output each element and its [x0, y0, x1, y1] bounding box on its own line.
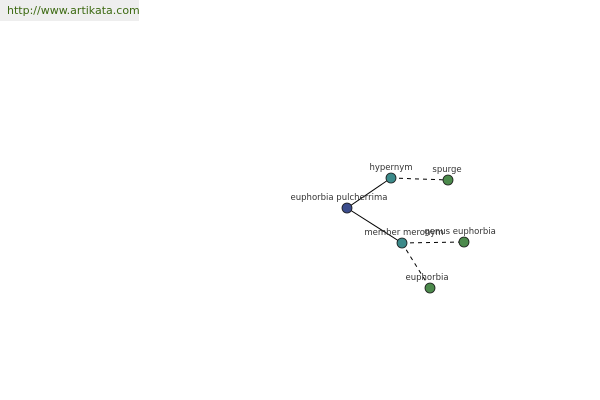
node-label-euphorbia[interactable]: euphorbia: [405, 273, 448, 283]
edge-member-meronym-to-genus-euphorbia: [401, 241, 465, 244]
node-genus-euphorbia[interactable]: [458, 236, 470, 248]
node-label-hypernym[interactable]: hypernym: [369, 163, 412, 173]
node-label-spurge[interactable]: spurge: [432, 165, 461, 175]
node-root[interactable]: [341, 202, 353, 214]
edge-root-to-hypernym: [346, 177, 392, 209]
edge-member-meronym-to-euphorbia: [401, 242, 431, 289]
node-label-root[interactable]: euphorbia pulcherrima: [291, 193, 388, 203]
node-spurge[interactable]: [442, 174, 454, 186]
edge-root-to-member-meronym: [346, 207, 403, 244]
url-banner[interactable]: http://www.artikata.com: [0, 0, 140, 21]
node-euphorbia[interactable]: [424, 282, 436, 294]
label-layer: euphorbia pulcherrima hypernym spurge membe…: [291, 163, 496, 283]
node-member-meronym[interactable]: [396, 237, 408, 249]
edge-hypernym-to-spurge: [390, 177, 449, 181]
node-hypernym[interactable]: [385, 172, 397, 184]
node-label-member-meronym[interactable]: member meronym: [364, 228, 443, 238]
site-url-link[interactable]: http://www.artikata.com: [7, 4, 140, 17]
node-label-genus-euphorbia[interactable]: genus euphorbia: [424, 227, 496, 237]
edge-layer: [346, 177, 465, 289]
node-layer: [341, 172, 470, 294]
